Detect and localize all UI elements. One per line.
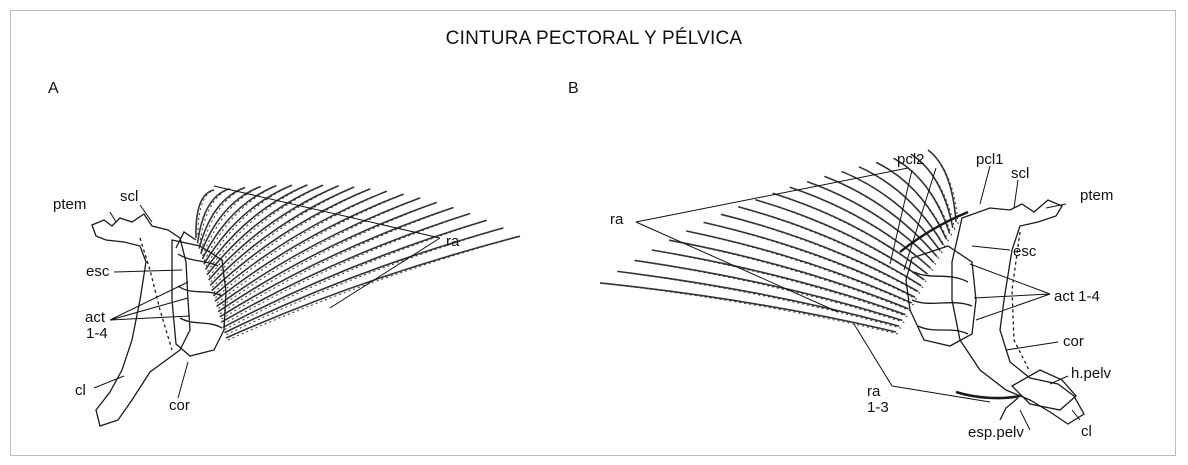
- label-ra-a: ra: [446, 234, 459, 250]
- figure-title: CINTURA PECTORAL Y PÉLVICA: [0, 28, 1188, 50]
- fin-b-ray-segments: [600, 283, 898, 334]
- leader-scl-b: [1014, 180, 1018, 208]
- label-pcl1-b: pcl1: [976, 152, 1004, 168]
- label-pcl2-b: pcl2: [897, 152, 925, 168]
- label-ptem-b: ptem: [1080, 188, 1113, 204]
- label-cl-b: cl: [1081, 424, 1092, 440]
- pelvic-rays-b: [956, 392, 1020, 398]
- pelvic-spine-b: [1000, 398, 1018, 420]
- scl-bone-a: [176, 232, 196, 248]
- cleithrum-outline-a: [92, 214, 190, 426]
- actinosts-a: [178, 254, 222, 328]
- label-cor-a: cor: [169, 398, 190, 414]
- fin-b-ray: [773, 193, 928, 274]
- scapula-coracoid-b: [906, 246, 976, 346]
- label-ra13-range-b: 1-3: [867, 400, 889, 416]
- label-esc-b: esc: [1013, 244, 1036, 260]
- cleithrum-dashed-a: [140, 238, 172, 350]
- fin-b-ray-segments: [738, 207, 923, 288]
- panel-a-letter: A: [48, 80, 59, 98]
- fin-b-ray-segments: [652, 250, 908, 317]
- fin-b-ray: [755, 200, 924, 280]
- fin-a-ray-segments: [203, 187, 261, 256]
- label-esppelv-b: esp.pelv: [968, 425, 1024, 441]
- leader-cor-b: [1006, 342, 1058, 350]
- leader-act-b: [970, 264, 1050, 320]
- fin-b-ray: [704, 222, 915, 297]
- fin-b-ray-segments: [842, 171, 943, 253]
- fin-b-ray: [824, 176, 937, 256]
- leader-ptem-b: [1046, 204, 1066, 208]
- leader-cor-a: [178, 362, 188, 398]
- label-cor-b: cor: [1063, 334, 1084, 350]
- fin-a-ray-segments: [198, 190, 214, 240]
- label-scl-b: scl: [1011, 166, 1029, 182]
- fin-a-ray-segments: [206, 185, 292, 266]
- label-act-b: act 1-4: [1054, 289, 1100, 305]
- fin-b-ray: [669, 240, 909, 309]
- label-scl-a: scl: [120, 189, 138, 205]
- fin-rays-b: [600, 150, 958, 334]
- label-act-a: act: [85, 310, 105, 326]
- leader-cl-a: [94, 376, 124, 388]
- fin-b-ray: [600, 283, 896, 332]
- fin-b-ray-segments: [876, 162, 948, 241]
- leader-ptem-a: [110, 212, 116, 222]
- leader-esc-b: [972, 246, 1010, 250]
- fin-a-ray: [199, 188, 245, 249]
- leader-scl-a: [140, 205, 152, 222]
- cleithrum-outline-b: [952, 200, 1084, 424]
- fin-b-ray: [807, 182, 934, 263]
- label-ptem-a: ptem: [53, 197, 86, 213]
- fin-b-ray-segments: [824, 176, 939, 258]
- leader-pcl1-b: [980, 166, 990, 204]
- label-ra-b: ra: [610, 212, 623, 228]
- label-esc-a: esc: [86, 264, 109, 280]
- fin-b-ray: [721, 214, 918, 291]
- leader-act-a: [110, 282, 190, 320]
- label-ra13-b: ra: [867, 384, 880, 400]
- girdle-b: [900, 200, 1084, 424]
- label-hpelv-b: h.pelv: [1071, 366, 1111, 382]
- actinosts-b: [912, 272, 972, 334]
- fin-b-ray-segments: [755, 200, 926, 282]
- label-act-range-a: 1-4: [86, 326, 108, 342]
- fin-rays-a: [196, 185, 520, 340]
- panel-b-letter: B: [568, 80, 579, 98]
- label-cl-a: cl: [75, 383, 86, 399]
